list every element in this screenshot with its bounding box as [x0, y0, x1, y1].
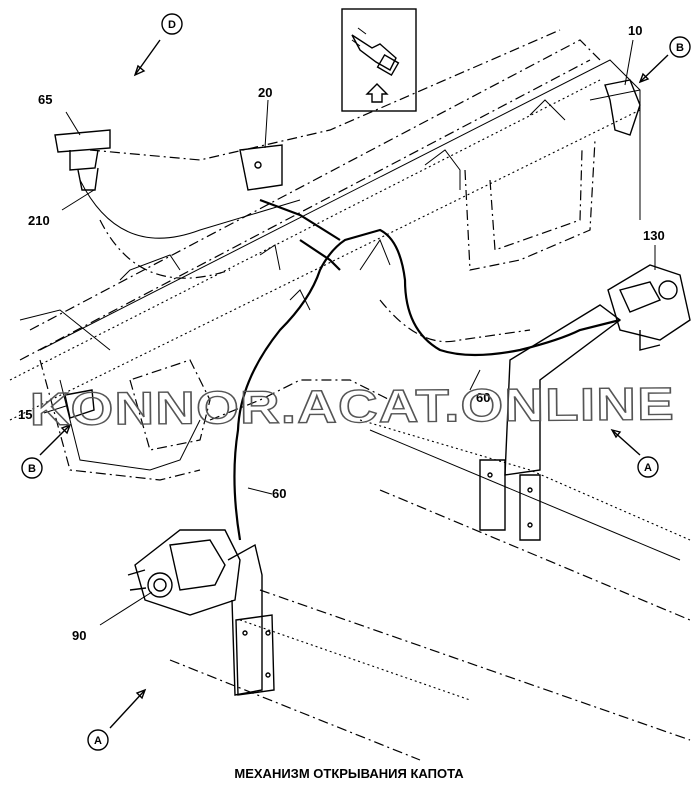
view-leaders: [39, 39, 669, 729]
diagram-caption: МЕХАНИЗМ ОТКРЫВАНИЯ КАПОТА: [234, 766, 464, 781]
bracket-15: [43, 389, 95, 419]
view-marker-b-left: B: [21, 457, 43, 479]
callout-65: 65: [38, 92, 52, 107]
svg-text:B: B: [676, 42, 684, 54]
view-marker-d: D: [161, 13, 183, 35]
cable-connector-icon: [351, 27, 400, 77]
callout-90: 90: [72, 628, 86, 643]
view-marker-a-bottom: A: [87, 729, 109, 751]
callout-20: 20: [258, 85, 272, 100]
callout-60-right: 60: [476, 390, 490, 405]
callout-210: 210: [28, 213, 50, 228]
callout-130: 130: [643, 228, 665, 243]
callout-60-left: 60: [272, 486, 286, 501]
latch-assembly-right: [479, 245, 691, 541]
inset-box: [341, 8, 417, 112]
svg-text:A: A: [644, 462, 652, 474]
bracket-65: [54, 111, 111, 211]
view-marker-a-right: A: [637, 456, 659, 478]
watermark: KONNOR.ACAT.ONLINE: [30, 377, 675, 435]
body-structure: [9, 29, 691, 761]
bracket-20: [239, 99, 283, 191]
up-arrow-icon: [365, 83, 389, 103]
svg-text:D: D: [168, 19, 176, 31]
svg-text:B: B: [28, 463, 36, 475]
latch-assembly-left: [99, 529, 275, 696]
callout-15: 15: [18, 407, 32, 422]
svg-text:A: A: [94, 735, 102, 747]
callout-10: 10: [628, 23, 642, 38]
view-marker-b-top: B: [669, 36, 691, 58]
release-cable: [233, 198, 621, 541]
bracket-10: [604, 39, 641, 136]
